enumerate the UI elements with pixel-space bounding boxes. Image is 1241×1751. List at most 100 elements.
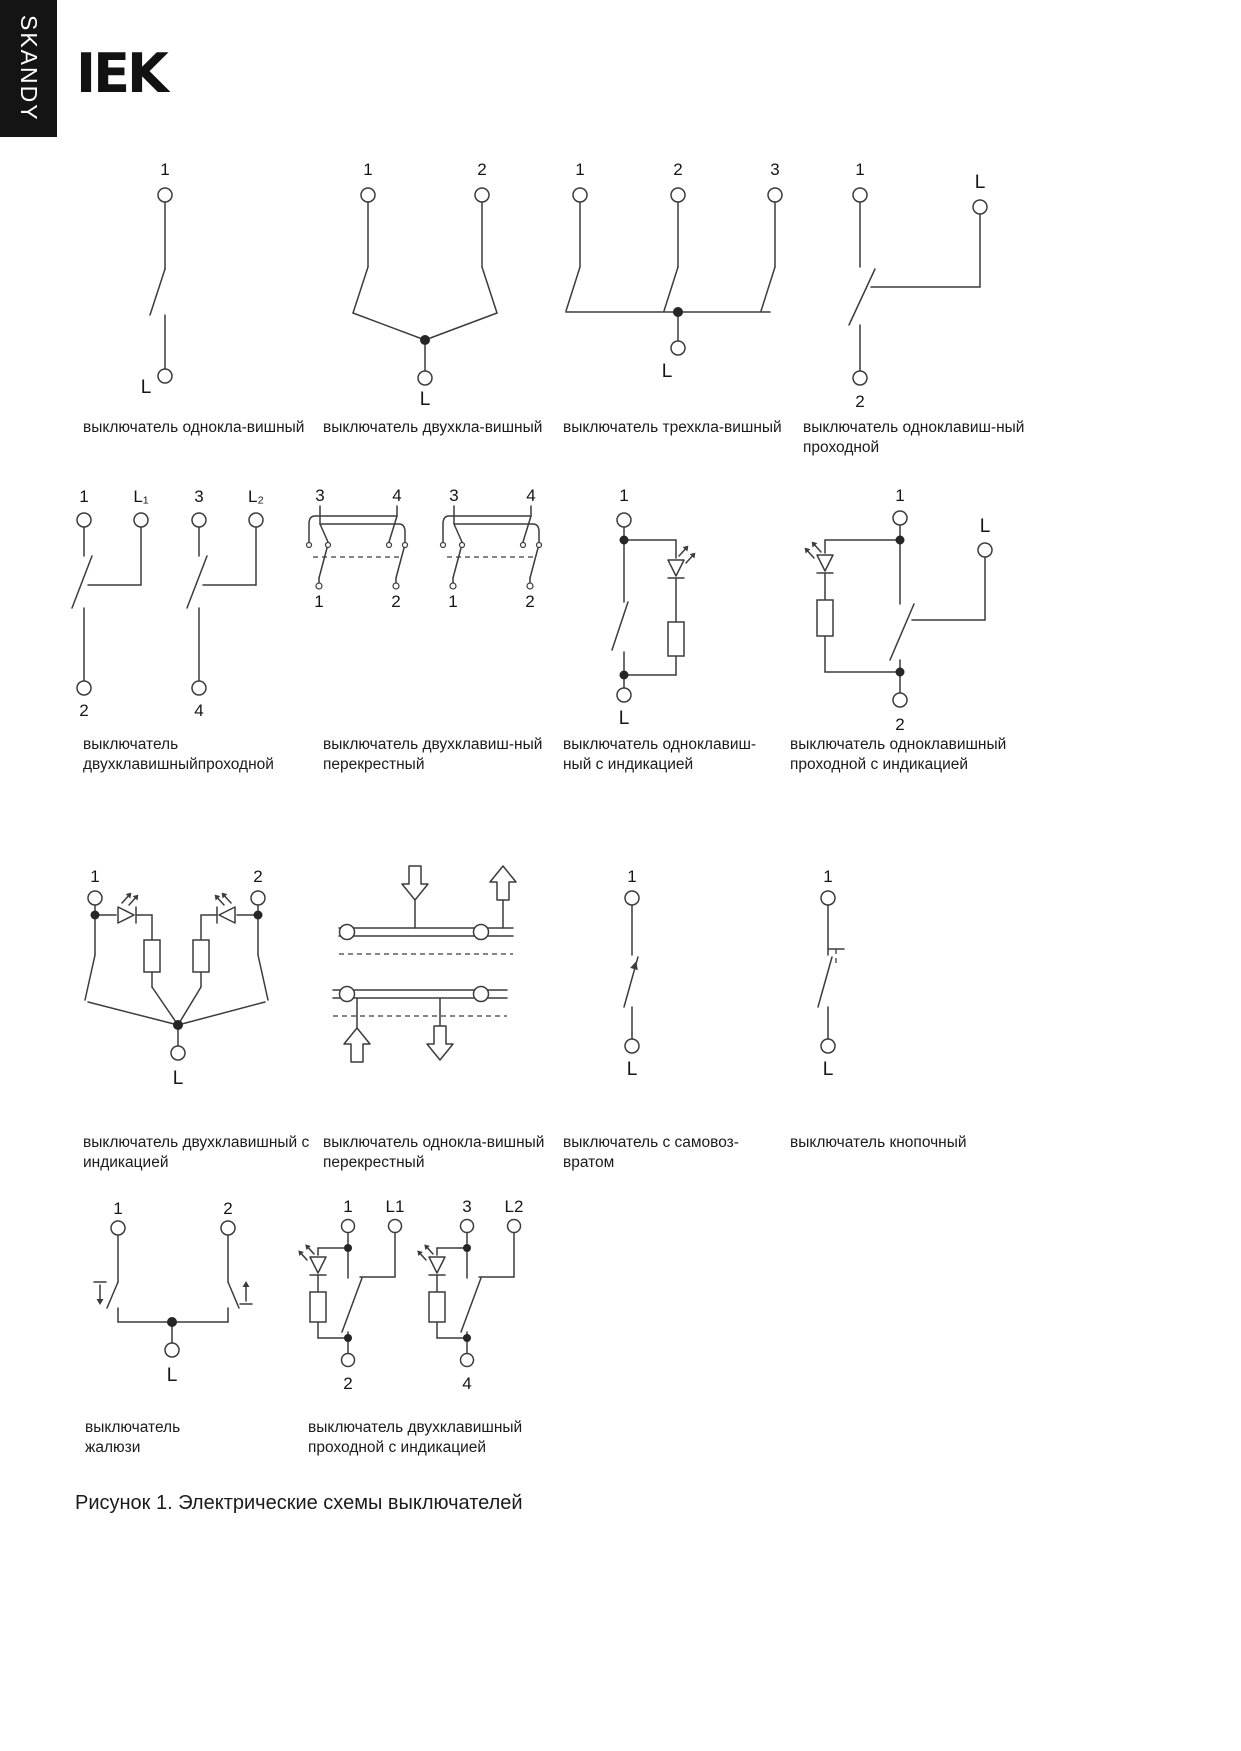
iek-logo: IEK	[76, 42, 169, 105]
light-arrow-icon	[424, 1244, 434, 1255]
light-arrow-icon	[678, 545, 689, 557]
terminal-circle	[250, 890, 266, 906]
terminal-label: 4	[462, 1374, 471, 1393]
terminal-circle	[474, 187, 490, 203]
terminal-label: L	[173, 1068, 184, 1089]
light-arrow-icon	[811, 541, 822, 553]
self-return-arrow-icon	[630, 961, 638, 971]
terminal-label: 4	[526, 486, 535, 505]
diagram-one-gang-switch: 1 L	[113, 155, 223, 415]
terminal-label: 2	[391, 592, 400, 611]
wires	[352, 201, 498, 372]
terminal-circle	[972, 199, 988, 215]
terminal-circle	[852, 187, 868, 203]
terminal-label: 4	[392, 486, 401, 505]
contact-point	[519, 541, 527, 549]
terminal-circle	[767, 187, 783, 203]
terminal-circle	[526, 582, 534, 590]
terminal-circle	[977, 542, 993, 558]
switch-blade	[257, 954, 269, 1001]
terminal-circle	[392, 582, 400, 590]
terminal-label: L	[975, 172, 986, 193]
wires	[824, 524, 986, 694]
terminal-label: L	[619, 708, 630, 729]
terminal-label: 1	[619, 486, 628, 505]
figure-caption: Рисунок 1. Электрические схемы выключате…	[75, 1492, 523, 1514]
terminal-label: L	[167, 1365, 178, 1386]
junction-dot	[895, 667, 905, 677]
contact-point	[338, 923, 356, 941]
led-indicator-icon	[417, 1244, 446, 1276]
junction-dot	[173, 1020, 183, 1030]
diagram-caption: выключатель однокла-вишный перекрестный	[323, 1134, 545, 1172]
terminal-label: 1	[895, 486, 904, 505]
junction-dot	[344, 1334, 352, 1342]
terminal-circle	[459, 1352, 475, 1368]
terminal-circle	[76, 512, 92, 528]
terminal-circle	[248, 512, 264, 528]
wires	[308, 505, 406, 584]
switch-blade	[452, 547, 462, 579]
terminal-label: L	[980, 516, 991, 537]
terminal-label: L	[141, 377, 152, 398]
diagram-caption: выключатель двухклавишныйпроходной	[83, 736, 274, 774]
switch-blade	[395, 547, 405, 579]
brand-sidebar-text: SKANDY	[16, 15, 42, 122]
terminal-label: L	[823, 1059, 834, 1080]
terminal-circle	[110, 1220, 126, 1236]
down-arrow-icon	[426, 1025, 454, 1061]
contact-point	[535, 541, 543, 549]
switch-blade	[106, 1281, 119, 1309]
diagram-three-gang-switch: 1 2 3 L	[555, 155, 795, 415]
junction-dot	[619, 670, 629, 680]
terminal-circle	[852, 370, 868, 386]
junction-dot	[895, 535, 905, 545]
terminal-circle	[572, 187, 588, 203]
contact-point	[472, 923, 490, 941]
terminal-circle	[164, 1342, 180, 1358]
light-arrow-icon	[298, 1250, 308, 1261]
resistor	[816, 599, 834, 637]
switch-blade	[663, 266, 679, 312]
resistor	[143, 939, 161, 973]
wires	[565, 201, 776, 342]
switch-blade	[529, 547, 539, 579]
switch-blade	[149, 268, 166, 316]
light-arrow-icon	[128, 894, 139, 906]
resistor	[309, 1291, 327, 1323]
resistor	[192, 939, 210, 973]
terminal-label: 2	[253, 867, 262, 886]
up-arrow-icon	[489, 865, 517, 901]
terminal-label: 2	[855, 392, 864, 411]
junction-dot	[420, 335, 430, 345]
switch-blade	[227, 1281, 240, 1309]
terminal-label: 2	[673, 160, 682, 179]
terminal-label: 1	[448, 592, 457, 611]
diagram-caption: выключатель с самовоз-вратом	[563, 1134, 739, 1172]
terminal-circle	[315, 582, 323, 590]
led-indicator-icon	[804, 541, 834, 574]
terminal-circle	[820, 890, 836, 906]
junction-dot	[253, 910, 263, 920]
terminal-label: 2	[343, 1374, 352, 1393]
switch-blade	[611, 601, 629, 651]
terminal-circle	[506, 1218, 522, 1234]
terminal-label: L	[662, 361, 673, 382]
terminal-label: L	[420, 389, 431, 410]
light-arrow-icon	[121, 892, 132, 904]
terminal-circle	[87, 890, 103, 906]
resistor	[667, 621, 685, 657]
light-arrow-icon	[214, 894, 225, 906]
terminal-label: L₁	[133, 487, 148, 506]
contact-point	[472, 985, 490, 1003]
led-indicator-icon	[667, 545, 696, 579]
diagram-caption: выключатель однокла-вишный	[83, 419, 305, 436]
terminal-circle	[220, 1220, 236, 1236]
terminal-circle	[624, 890, 640, 906]
terminal-label: 2	[79, 701, 88, 720]
diagram-blinds-switch: 1 2	[90, 1198, 265, 1423]
switch-blade	[71, 555, 93, 609]
wires	[87, 904, 266, 1047]
diagram-push-button-switch: 1 L	[786, 863, 881, 1103]
